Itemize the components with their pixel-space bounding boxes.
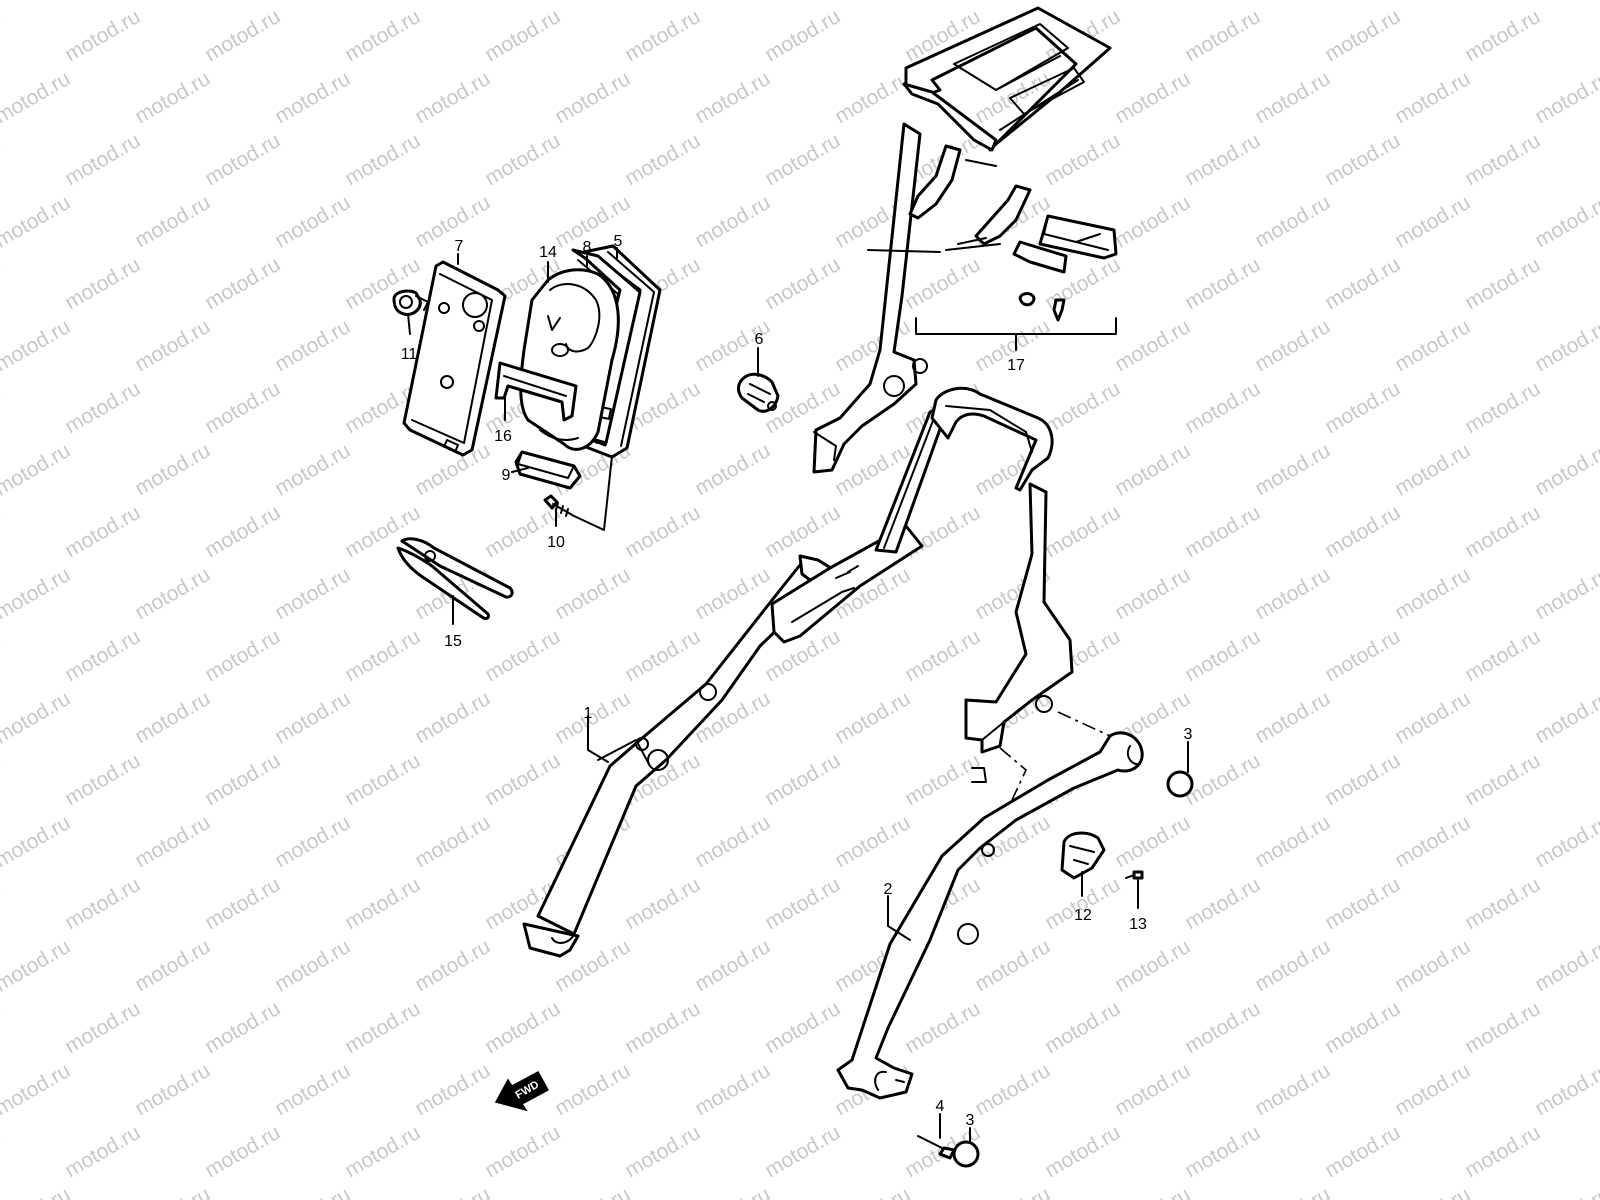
callout-5: 5 [614,233,623,250]
tool-bag-part [519,268,620,451]
callout-7: 7 [455,238,464,255]
cover-panel-part [402,260,507,457]
main-frame-rail-part [522,406,946,958]
clip-part [736,372,780,413]
callout-4: 4 [936,1098,945,1115]
callout-14: 14 [539,244,557,261]
mount-bracket-part [1060,831,1106,880]
rear-pillar-part [964,482,1111,801]
callout-8: 8 [583,239,592,256]
callout-10: 10 [547,534,565,551]
bolt-part [543,494,575,517]
long-bolt-part [917,1135,956,1160]
grommet-part [392,289,429,316]
end-cap-part [952,770,1194,1168]
callout-3-upper: 3 [1184,726,1193,743]
backrest-frame-part [812,122,1001,474]
strap-part [494,361,578,422]
callout-13: 13 [1129,916,1147,933]
callout-11: 11 [401,346,418,363]
callout-15: 15 [444,633,462,650]
callout-labels: 7 14 8 5 11 6 16 9 10 15 17 1 3 2 12 13 … [401,233,1193,1129]
forward-direction-arrow: FWD [494,1070,550,1112]
callout-9: 9 [502,467,511,484]
carrier-fastener-part [1018,292,1066,322]
leader-lines [407,247,1189,1143]
carrier-rubber-part [1012,214,1118,274]
callout-1: 1 [584,705,593,722]
rear-carrier-part [902,6,1112,152]
lower-arm-part [836,731,1144,1100]
pliers-tool [396,537,514,620]
carrier-bracket-part [908,144,1032,246]
rubber-block-part [514,450,582,490]
callout-2: 2 [884,881,893,898]
callout-12: 12 [1074,907,1092,924]
callout-17: 17 [1007,357,1025,374]
callout-3-lower: 3 [966,1112,975,1129]
screw-part [1125,870,1144,880]
grab-rail-part [930,386,1054,492]
callout-16: 16 [494,428,512,445]
callout-6: 6 [755,331,764,348]
